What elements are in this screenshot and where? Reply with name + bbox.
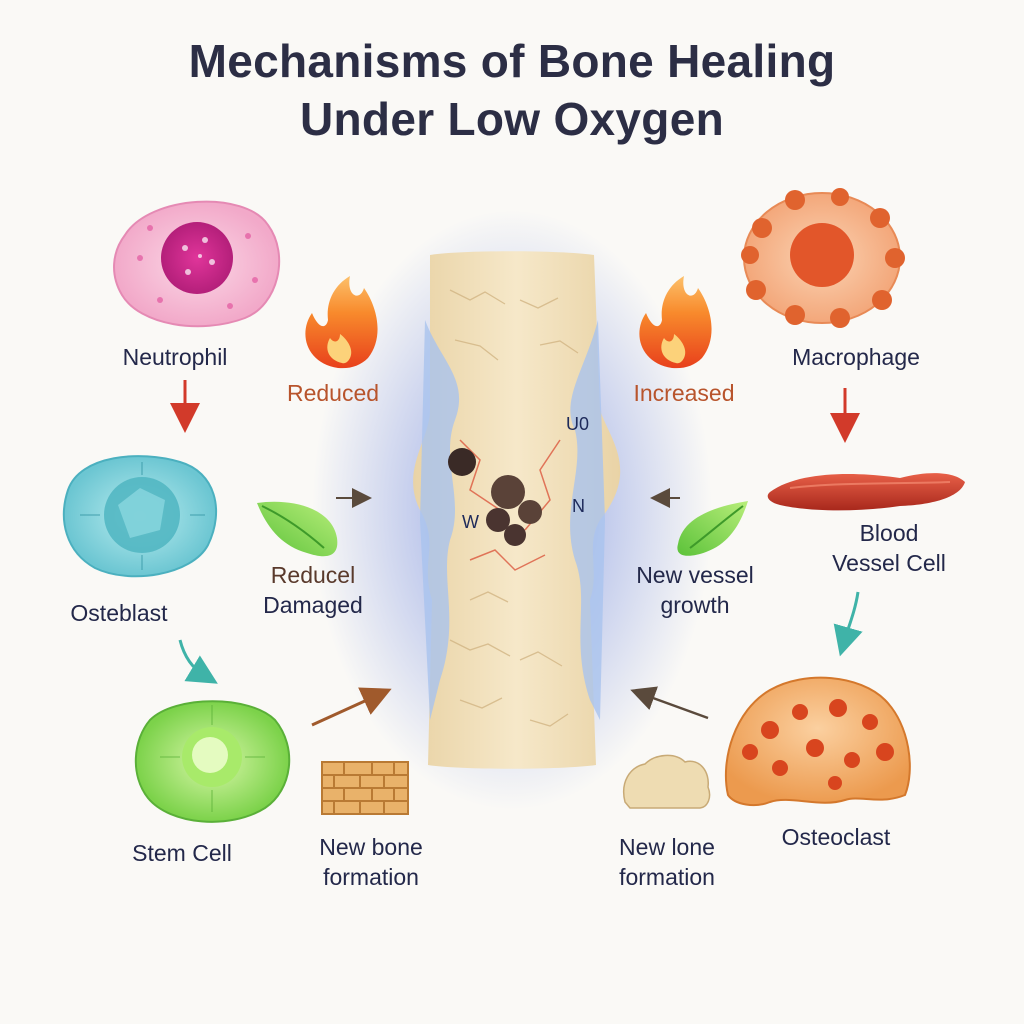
bone-shaft xyxy=(413,251,621,769)
brick-icon xyxy=(321,761,409,815)
label-reduced-damaged: Reducel Damaged xyxy=(238,560,388,620)
flame-icon xyxy=(639,276,712,369)
macrophage-cell xyxy=(741,188,905,328)
label-blood-vessel: Blood Vessel Cell xyxy=(808,518,970,578)
new-vessel-line-1: New vessel xyxy=(636,562,754,588)
leaf-icon xyxy=(677,501,748,556)
bone-chunk-icon xyxy=(623,754,711,809)
label-osteoclast: Osteoclast xyxy=(781,824,891,850)
fracture-text-1: U0 xyxy=(566,414,589,434)
osteoclast-cell xyxy=(724,676,911,807)
new-bone-right-line-1: New lone xyxy=(619,834,715,860)
arrow-osteoclast-to-bone xyxy=(630,686,709,720)
label-reduced: Reduced xyxy=(286,380,380,406)
blood-vessel-line-2: Vessel Cell xyxy=(832,550,946,576)
label-osteoblast: Osteblast xyxy=(70,600,168,626)
flame-icon xyxy=(305,276,378,369)
new-bone-left-line-1: New bone xyxy=(319,834,423,860)
arrow-stem-to-bone xyxy=(311,687,392,727)
title-line-1: Mechanisms of Bone Healing xyxy=(188,35,836,87)
new-bone-left-line-2: formation xyxy=(323,864,419,890)
reduced-damaged-line-1: Reducel xyxy=(270,562,356,588)
label-neutrophil: Neutrophil xyxy=(122,344,228,370)
neutrophil-cell xyxy=(113,200,281,328)
label-stem-cell: Stem Cell xyxy=(132,840,232,866)
arrow-vessel-to-osteoclast xyxy=(833,591,863,657)
osteoblast-cell xyxy=(62,455,217,578)
arrow-osteoblast-to-stem xyxy=(178,639,218,684)
label-increased: Increased xyxy=(633,380,735,406)
reduced-damaged-line-2: Damaged xyxy=(263,592,363,618)
label-new-vessel: New vessel growth xyxy=(622,560,768,620)
title-line-2: Under Low Oxygen xyxy=(300,93,724,145)
stem-cell xyxy=(134,700,291,823)
bone-fragments xyxy=(448,448,542,546)
blood-vessel-cell xyxy=(767,473,965,511)
blood-vessel-line-1: Blood xyxy=(859,520,919,546)
fracture-text-2: W xyxy=(462,512,479,532)
label-new-bone-right: New lone formation xyxy=(594,832,740,892)
new-vessel-line-2: growth xyxy=(660,592,730,618)
label-new-bone-left: New bone formation xyxy=(298,832,444,892)
diagram-title: Mechanisms of Bone Healing Under Low Oxy… xyxy=(0,32,1024,148)
new-bone-right-line-2: formation xyxy=(619,864,715,890)
leaf-icon xyxy=(257,501,338,557)
fracture-text-3: N xyxy=(572,496,585,516)
label-macrophage: Macrophage xyxy=(792,344,920,370)
